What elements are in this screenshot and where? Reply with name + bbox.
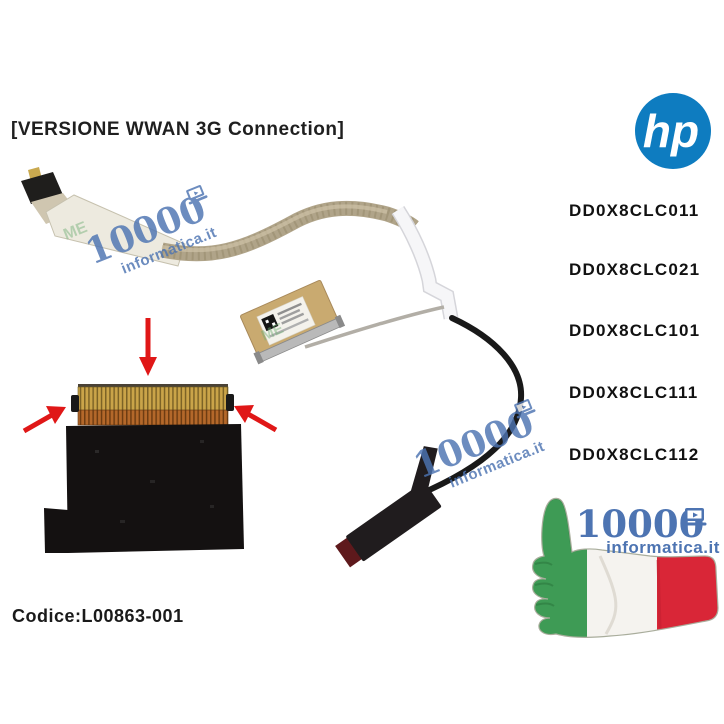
seller-logo-domain: informatica.it [606, 538, 720, 557]
part-number: DD0X8CLC021 [569, 260, 701, 279]
hand-outline [531, 497, 719, 638]
part-number: DD0X8CLC101 [569, 321, 701, 340]
black-fabric [44, 424, 244, 553]
product-code: Codice:L00863-001 [12, 606, 184, 626]
part-number: DD0X8CLC112 [569, 445, 700, 464]
arrow-down-icon [139, 318, 157, 376]
white-ribbon-step [391, 205, 459, 320]
connector-closeup-inset [44, 384, 244, 553]
thin-wire [304, 305, 445, 349]
display-connector [335, 446, 442, 568]
part-number: DD0X8CLC111 [569, 383, 699, 402]
seller-logo: 10000 informatica.it [531, 497, 720, 638]
laptop-icon [186, 185, 208, 205]
variant-title: [VERSIONE WWAN 3G Connection] [11, 119, 345, 140]
laptop-icon [514, 399, 536, 419]
laptop-icon [682, 508, 707, 526]
arrow-left-icon [234, 405, 278, 433]
edp-connector [240, 279, 346, 365]
part-number: DD0X8CLC011 [569, 201, 700, 220]
lcd-cable-photo: ME ME 10000 informatica.it 10000 [21, 167, 547, 568]
watermark: 10000 informatica.it [408, 399, 547, 492]
watermark: 10000 informatica.it [80, 185, 219, 278]
hp-logo: hp [635, 93, 711, 169]
hp-logo-text: hp [643, 105, 699, 157]
highlight-arrows [22, 318, 278, 434]
arrow-right-icon [22, 406, 66, 434]
black-wire [415, 315, 525, 498]
